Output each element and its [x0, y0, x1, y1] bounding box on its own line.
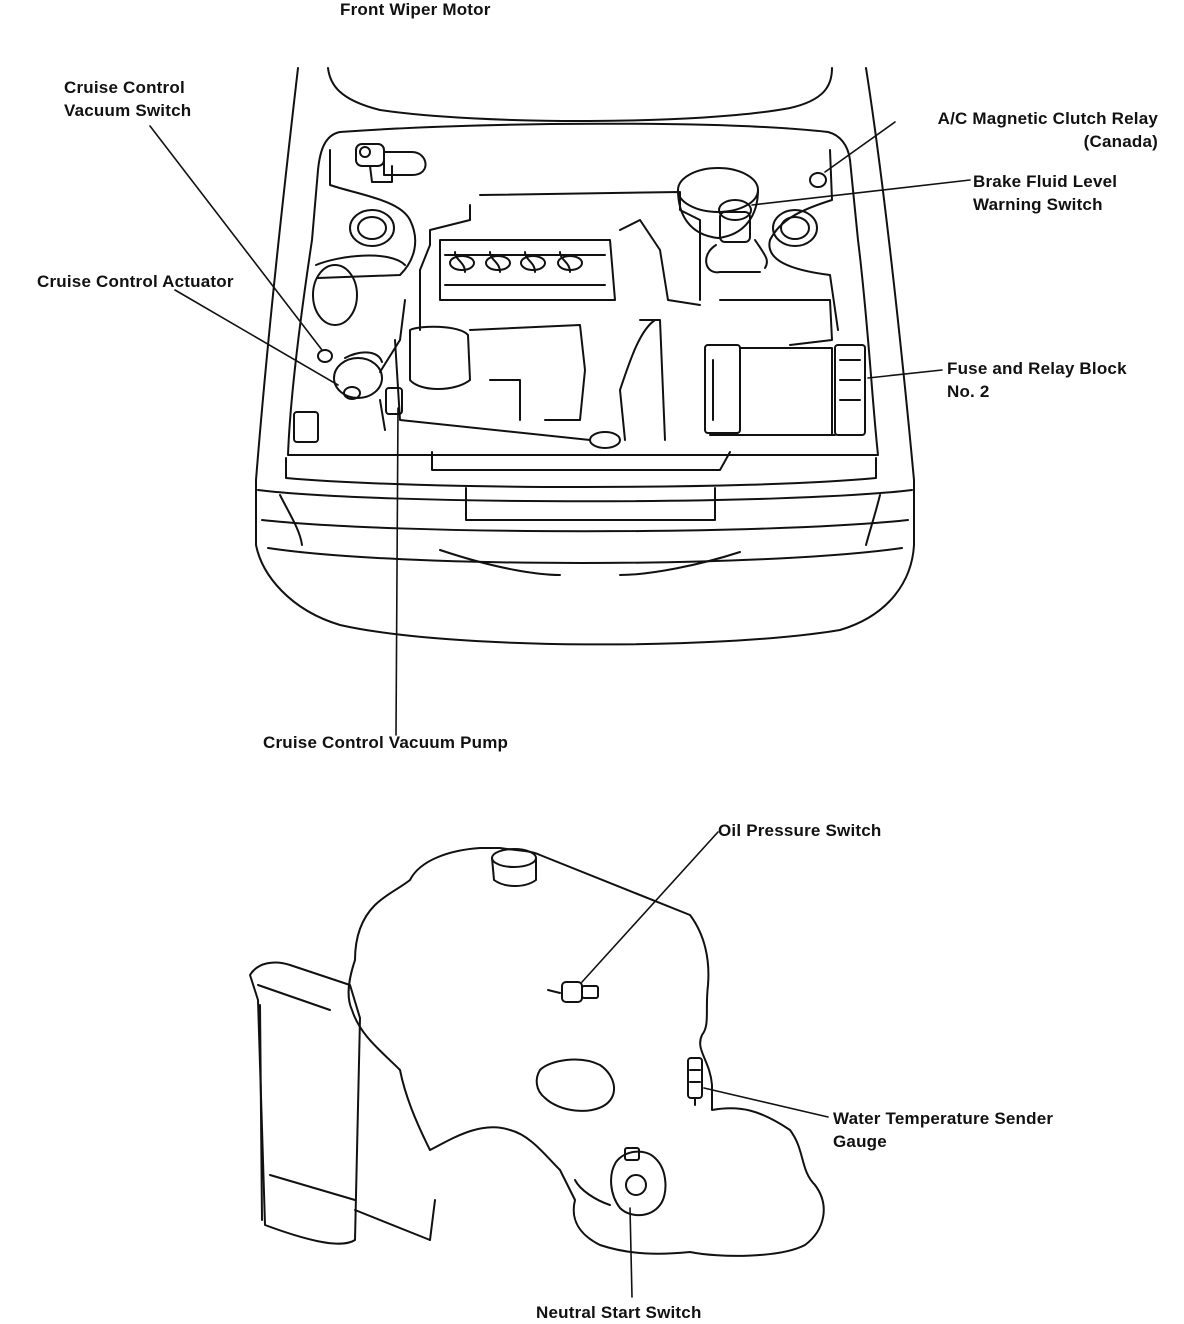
- leader-fuse-relay: [868, 370, 942, 378]
- leader-cruise-actuator: [175, 290, 338, 385]
- engine-silhouette: [349, 848, 824, 1256]
- leader-lines: [150, 122, 970, 1297]
- leader-neutral-start: [630, 1208, 632, 1297]
- air-cleaner: [313, 265, 357, 325]
- leader-water-temp: [704, 1088, 828, 1117]
- vehicle-body-outline: [256, 68, 914, 644]
- label-front-wiper-motor: Front Wiper Motor: [340, 0, 491, 19]
- leader-ac-relay: [825, 122, 895, 172]
- oil-filler-cap: [492, 849, 536, 886]
- label-water-temperature-sender-gauge: Water Temperature Sender Gauge: [833, 1109, 1054, 1151]
- engine-bay-outline: [288, 124, 878, 455]
- radiator: [250, 962, 435, 1243]
- ac-magnetic-clutch-relay: [810, 173, 826, 187]
- neutral-start-switch: [611, 1148, 665, 1215]
- water-temperature-sender: [688, 1058, 702, 1105]
- leader-oil-pressure: [582, 832, 718, 982]
- fuse-and-relay-block: [705, 300, 865, 435]
- left-headlamp-connector: [294, 412, 318, 442]
- label-fuse-and-relay-block: Fuse and Relay Block No. 2: [947, 359, 1127, 401]
- cruise-control-actuator: [334, 300, 405, 399]
- front-wiper-motor: [356, 144, 426, 182]
- label-ac-magnetic-clutch-relay: A/C Magnetic Clutch Relay (Canada): [937, 109, 1158, 151]
- leader-cruise-vacuum-switch: [150, 126, 322, 350]
- leader-vacuum-pump: [396, 408, 398, 735]
- engine-side-view: [250, 848, 824, 1256]
- label-oil-pressure-switch: Oil Pressure Switch: [718, 821, 882, 840]
- left-strut-tower: [350, 210, 394, 246]
- label-cruise-control-vacuum-switch: Cruise Control Vacuum Switch: [64, 78, 192, 120]
- cruise-control-vacuum-pump: [380, 388, 402, 430]
- oil-pressure-switch: [548, 982, 598, 1002]
- label-cruise-control-vacuum-pump: Cruise Control Vacuum Pump: [263, 733, 509, 752]
- brake-booster: [678, 168, 767, 272]
- label-neutral-start-switch: Neutral Start Switch: [536, 1303, 702, 1322]
- cruise-control-vacuum-switch: [318, 350, 332, 362]
- right-strut-tower: [773, 210, 817, 246]
- engine-block: [395, 192, 700, 448]
- label-cruise-control-actuator: Cruise Control Actuator: [37, 272, 234, 291]
- engine-bay-view: [256, 68, 914, 644]
- label-brake-fluid-level-warning-switch: Brake Fluid Level Warning Switch: [973, 172, 1118, 214]
- leader-brake-fluid: [752, 180, 970, 205]
